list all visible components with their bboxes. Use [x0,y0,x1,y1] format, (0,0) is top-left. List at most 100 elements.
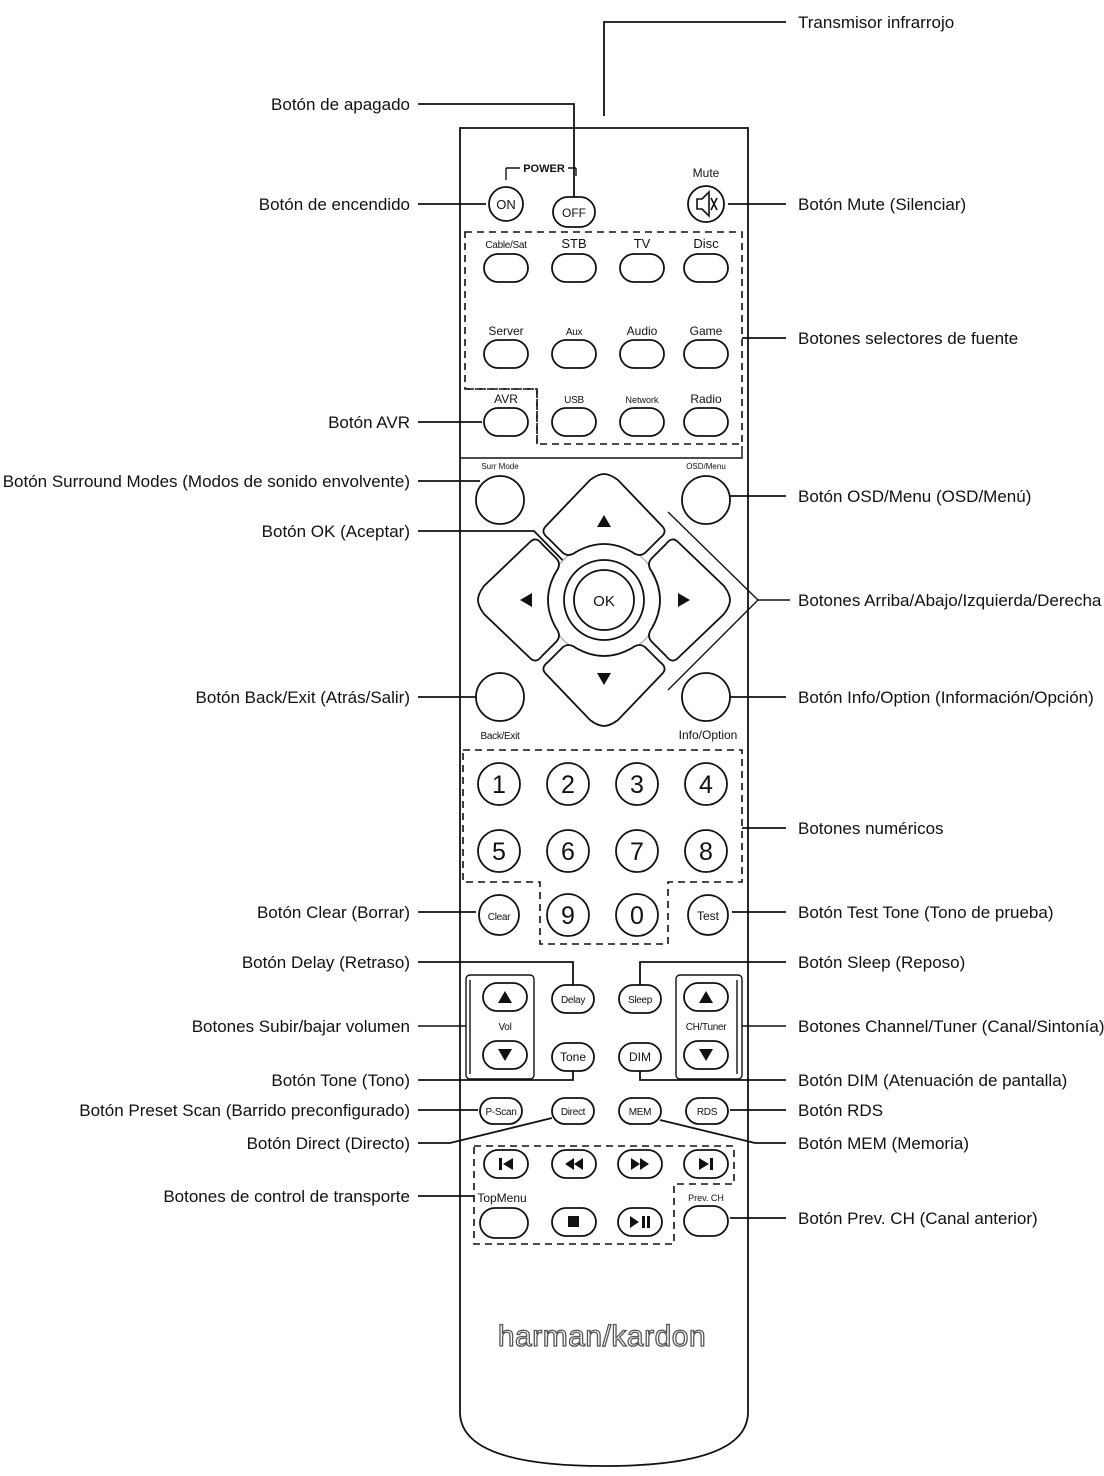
triangle-right-icon [678,593,690,607]
delay-button[interactable] [551,984,595,1014]
back-exit-label: Back/Exit [481,731,521,742]
source-cable-sat-button[interactable] [483,253,529,283]
preset-scan-label: P-Scan [486,1107,517,1118]
ch-tuner-label: CH/Tuner [686,1022,728,1033]
prev-ch-button[interactable] [683,1205,729,1237]
digit-8-label: 8 [699,838,713,866]
down-button[interactable] [542,644,666,727]
digit-6-button[interactable] [546,829,590,873]
leader-infrared [603,21,786,116]
speaker-muted-icon [696,190,718,218]
source-aux-label: Aux [566,327,583,338]
sleep-button[interactable] [618,984,662,1014]
source-server-button[interactable] [483,339,529,369]
callout-mem: Botón MEM (Memoria) [798,1134,969,1153]
direct-button[interactable] [551,1097,595,1125]
digit-5-label: 5 [492,838,506,866]
source-network-button[interactable] [619,407,665,437]
preset-scan-button[interactable] [479,1097,523,1125]
source-tv-button[interactable] [619,253,665,283]
fast-forward-icon [631,1158,649,1170]
skip-next-icon [699,1158,713,1170]
source-radio-button[interactable] [683,407,729,437]
digit-1-button[interactable] [477,762,521,806]
source-tv-label: TV [634,236,651,251]
mute-button[interactable] [687,185,725,223]
rds-button[interactable] [685,1097,729,1125]
callout-rds: Botón RDS [798,1101,883,1120]
callout-power-off: Botón de apagado [271,95,410,114]
callout-test: Botón Test Tone (Tono de prueba) [798,903,1054,922]
info-option-label: Info/Option [679,728,738,742]
digit-6-label: 6 [561,838,575,866]
callout-surround: Botón Surround Modes (Modos de sonido en… [3,472,410,491]
clear-button[interactable] [478,894,520,936]
skip-previous-icon [499,1158,513,1170]
play-pause-button[interactable] [617,1207,663,1237]
source-cable-sat-label: Cable/Sat [485,240,527,251]
source-stb-button[interactable] [551,253,597,283]
stop-icon [568,1216,579,1227]
top-menu-button[interactable] [479,1207,529,1239]
callout-source: Botones selectores de fuente [798,329,1018,348]
triangle-down-icon [498,1049,512,1061]
digit-7-button[interactable] [615,829,659,873]
source-audio-label: Audio [627,324,658,338]
digit-4-button[interactable] [684,762,728,806]
digit-7-label: 7 [630,838,644,866]
callout-avr: Botón AVR [328,413,410,432]
source-disc-label: Disc [693,236,719,251]
callout-direct: Botón Direct (Directo) [247,1134,410,1153]
up-button[interactable] [542,473,666,556]
dim-label: DIM [629,1050,651,1064]
brand-logo: harman/kardon [498,1320,706,1353]
test-tone-button[interactable] [687,894,729,936]
digit-2-button[interactable] [546,762,590,806]
source-disc-button[interactable] [683,253,729,283]
prev-ch-label: Prev. CH [688,1193,724,1203]
avr-button[interactable] [483,407,529,437]
digit-1-label: 1 [492,771,506,799]
dim-button[interactable] [618,1042,662,1072]
power-on-button[interactable] [488,186,524,222]
tone-button[interactable] [551,1042,595,1072]
source-aux-button[interactable] [551,339,597,369]
osd-menu-button[interactable] [681,475,731,525]
callout-channel: Botones Channel/Tuner (Canal/Sintonía) [798,1017,1104,1036]
triangle-up-icon [498,991,512,1003]
avr-label: AVR [494,392,518,406]
mem-button[interactable] [618,1097,662,1125]
digit-0-label: 0 [630,902,644,930]
digit-3-button[interactable] [615,762,659,806]
play-pause-icon [630,1216,650,1228]
digit-8-button[interactable] [684,829,728,873]
surround-mode-button[interactable] [475,475,525,525]
digit-9-button[interactable] [546,893,590,937]
back-exit-button[interactable] [475,672,525,722]
source-game-button[interactable] [683,339,729,369]
info-option-button[interactable] [681,672,731,722]
digit-5-button[interactable] [477,829,521,873]
callout-prevch: Botón Prev. CH (Canal anterior) [798,1209,1038,1228]
power-off-button[interactable] [552,196,596,228]
left-button[interactable] [477,538,560,662]
source-game-label: Game [690,324,723,338]
source-usb-label: USB [564,395,584,406]
remote-body [459,127,749,1467]
callout-infrared: Transmisor infrarrojo [798,13,954,32]
transport-group-border [473,1145,735,1245]
delay-label: Delay [561,995,585,1006]
digit-3-label: 3 [630,771,644,799]
source-usb-button[interactable] [551,407,597,437]
top-menu-label: TopMenu [477,1191,526,1205]
callout-ok: Botón OK (Aceptar) [262,522,410,541]
callout-transport: Botones de control de transporte [163,1187,410,1206]
callout-delay: Botón Delay (Retraso) [242,953,410,972]
mem-label: MEM [629,1107,651,1118]
digit-0-button[interactable] [615,893,659,937]
ok-button[interactable] [573,569,635,631]
source-audio-button[interactable] [619,339,665,369]
callout-pscan: Botón Preset Scan (Barrido preconfigurad… [79,1101,410,1120]
source-network-label: Network [625,395,659,405]
